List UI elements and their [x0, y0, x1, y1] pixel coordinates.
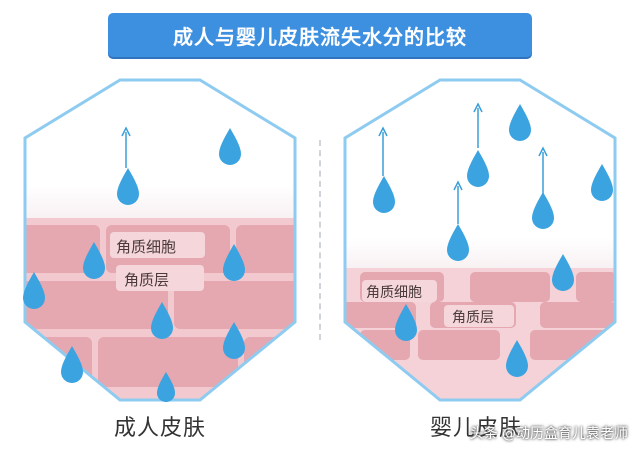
adult-layer-label: 角质层: [124, 271, 170, 289]
water-drop-icon: [532, 192, 554, 229]
watermark-text: 头条 @动历盒育儿袁老师: [469, 426, 628, 442]
infant-layer-label: 角质层: [452, 310, 494, 326]
infant-cell-label: 角质细胞: [366, 285, 422, 301]
panel-divider: [319, 140, 321, 340]
infant-layer-label-box: [444, 305, 514, 327]
adult-skin-caption: 成人皮肤: [114, 416, 207, 441]
water-drop-icon: [23, 272, 45, 309]
water-drop-icon: [447, 224, 469, 261]
water-drop-icon: [83, 242, 105, 279]
infant-cell-label-box: [362, 280, 437, 302]
adult-cell-label: 角质细胞: [116, 238, 177, 256]
water-drop-icon: [61, 346, 83, 383]
water-drop-icon: [117, 168, 139, 205]
diagram-title: 成人与婴儿皮肤流失水分的比较: [173, 24, 467, 49]
water-drop-icon: [506, 340, 528, 377]
infant-water-drops: [373, 104, 613, 377]
adult-water-drops: [23, 128, 245, 402]
water-drop-icon: [552, 254, 574, 291]
infant-hexagon-outline: [343, 78, 617, 402]
water-drop-icon: [373, 176, 395, 213]
title-banner: 成人与婴儿皮肤流失水分的比较: [108, 13, 532, 57]
water-drop-icon: [157, 372, 175, 402]
infant-skin-caption: 婴儿皮肤: [430, 416, 523, 441]
adult-evaporation-arrow: [121, 126, 131, 168]
water-drop-icon: [591, 164, 613, 201]
water-drop-icon: [219, 128, 241, 165]
water-drop-icon: [467, 150, 489, 187]
water-drop-icon: [395, 304, 417, 341]
water-drop-icon: [223, 322, 245, 359]
water-drop-icon: [509, 104, 531, 141]
infant-evaporation-arrows: [378, 102, 548, 224]
adult-layer-label-box: [116, 265, 204, 291]
water-drop-icon: [223, 244, 245, 281]
adult-cell-label-box: [110, 232, 205, 258]
adult-hexagon-outline: [23, 78, 297, 402]
water-drop-icon: [151, 302, 173, 339]
